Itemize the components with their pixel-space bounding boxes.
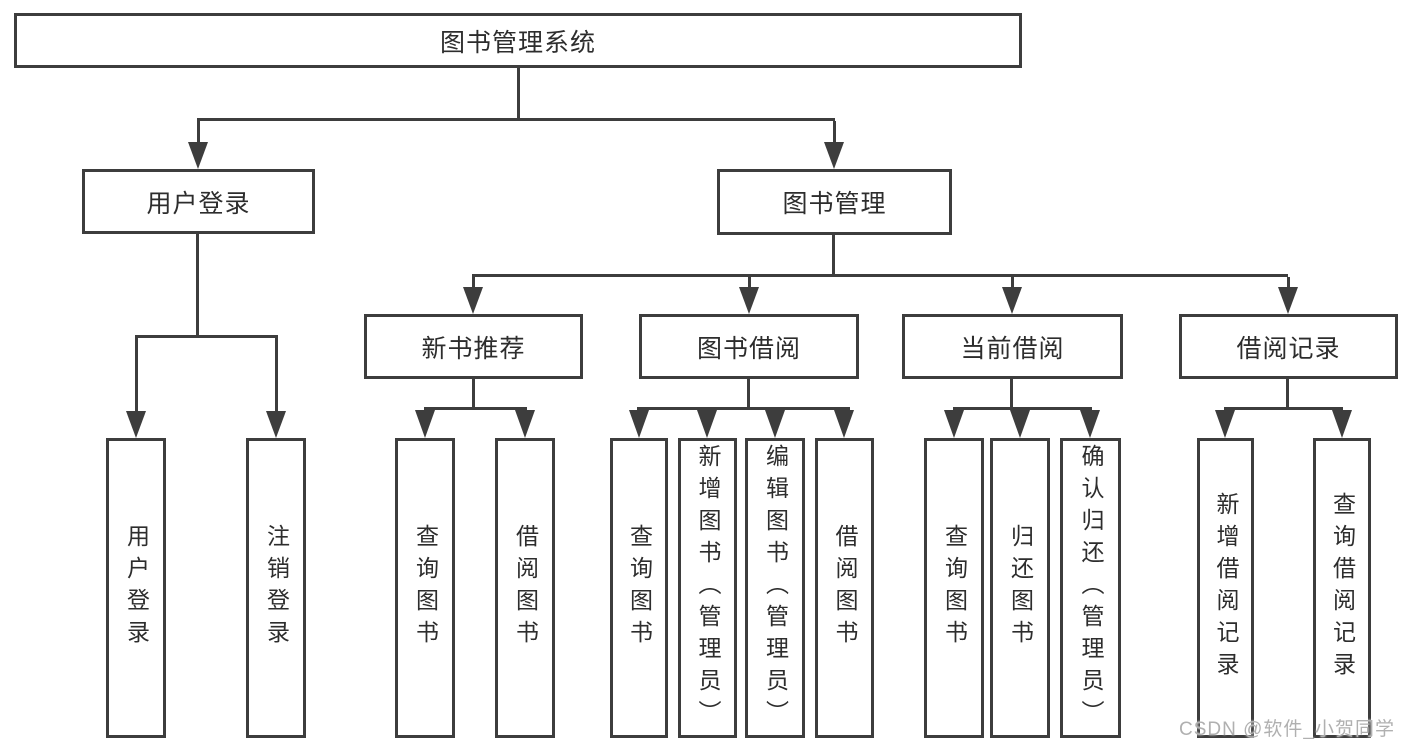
- leaf-edit-books-admin: 编辑图书（管理员）: [745, 438, 805, 738]
- leaf-add-borrow-record: 新增借阅记录: [1197, 438, 1254, 738]
- leaf-label: 用户登录: [123, 524, 150, 652]
- connector-userlogin-bar: [135, 335, 278, 338]
- connector-stem: [197, 121, 200, 145]
- leaf-confirm-return-admin: 确认归还（管理员）: [1060, 438, 1121, 738]
- leaf-label: 查询图书: [412, 524, 439, 652]
- arrowhead-down-icon: [824, 142, 844, 169]
- arrowhead-down-icon: [1080, 410, 1100, 438]
- leaf-label: 查询图书: [941, 524, 968, 652]
- leaf-borrow-books-borrowing: 借阅图书: [815, 438, 874, 738]
- leaf-label: 查询借阅记录: [1329, 492, 1356, 684]
- arrowhead-down-icon: [944, 410, 964, 438]
- leaf-label: 查询图书: [626, 524, 653, 652]
- node-book-borrowing: 图书借阅: [639, 314, 859, 379]
- leaf-logout: 注销登录: [246, 438, 306, 738]
- leaf-query-books-recommend: 查询图书: [395, 438, 455, 738]
- connector-stem: [472, 277, 475, 289]
- node-book-management: 图书管理: [717, 169, 952, 235]
- connector-bookmgmt-stem: [832, 235, 835, 274]
- leaf-query-borrow-record: 查询借阅记录: [1313, 438, 1371, 738]
- arrowhead-down-icon: [697, 410, 717, 438]
- arrowhead-down-icon: [1215, 410, 1235, 438]
- leaf-label: 归还图书: [1007, 524, 1034, 652]
- leaf-add-books-admin: 新增图书（管理员）: [678, 438, 737, 738]
- leaf-user-login: 用户登录: [106, 438, 166, 738]
- arrowhead-down-icon: [1332, 410, 1352, 438]
- connector-stem: [833, 121, 836, 145]
- connector-stem: [275, 338, 278, 414]
- arrowhead-down-icon: [739, 287, 759, 314]
- connector-current-stem: [1010, 379, 1013, 407]
- connector-stem: [748, 277, 751, 289]
- leaf-label: 编辑图书（管理员）: [762, 444, 789, 732]
- leaf-query-books-current: 查询图书: [924, 438, 984, 738]
- connector-stem: [1287, 277, 1290, 289]
- connector-borrowing-bar: [637, 407, 850, 410]
- arrowhead-down-icon: [126, 411, 146, 438]
- node-root-library-system: 图书管理系统: [14, 13, 1022, 68]
- arrowhead-down-icon: [834, 410, 854, 438]
- connector-bookmgmt-bar: [472, 274, 1288, 277]
- arrowhead-down-icon: [515, 410, 535, 438]
- leaf-label: 借阅图书: [512, 524, 539, 652]
- arrowhead-down-icon: [188, 142, 208, 169]
- connector-root-stem: [517, 68, 520, 118]
- leaf-borrow-books-recommend: 借阅图书: [495, 438, 555, 738]
- connector-records-stem: [1286, 379, 1289, 407]
- arrowhead-down-icon: [266, 411, 286, 438]
- connector-current-bar: [953, 407, 1092, 410]
- connector-borrowing-stem: [747, 379, 750, 407]
- leaf-query-books-borrowing: 查询图书: [610, 438, 668, 738]
- leaf-label: 借阅图书: [832, 524, 858, 652]
- connector-stem: [135, 338, 138, 414]
- node-borrowing-records: 借阅记录: [1179, 314, 1398, 379]
- arrowhead-down-icon: [415, 410, 435, 438]
- connector-recommend-bar: [424, 407, 527, 410]
- node-new-book-recommendation: 新书推荐: [364, 314, 583, 379]
- arrowhead-down-icon: [765, 410, 785, 438]
- leaf-label: 注销登录: [263, 524, 290, 652]
- arrowhead-down-icon: [463, 287, 483, 314]
- connector-records-bar: [1224, 407, 1343, 410]
- leaf-return-books: 归还图书: [990, 438, 1050, 738]
- arrowhead-down-icon: [1010, 410, 1030, 438]
- node-current-borrowing: 当前借阅: [902, 314, 1123, 379]
- connector-recommend-stem: [472, 379, 475, 407]
- arrowhead-down-icon: [1278, 287, 1298, 314]
- arrowhead-down-icon: [629, 410, 649, 438]
- connector-userlogin-stem: [196, 233, 199, 335]
- csdn-watermark: CSDN @软件_小贺同学: [1179, 719, 1395, 740]
- connector-stem: [1011, 277, 1014, 289]
- arrowhead-down-icon: [1002, 287, 1022, 314]
- connector-root-bar: [197, 118, 835, 121]
- leaf-label: 确认归还（管理员）: [1078, 444, 1104, 732]
- leaf-label: 新增图书（管理员）: [695, 444, 721, 732]
- node-user-login: 用户登录: [82, 169, 315, 234]
- leaf-label: 新增借阅记录: [1213, 492, 1239, 684]
